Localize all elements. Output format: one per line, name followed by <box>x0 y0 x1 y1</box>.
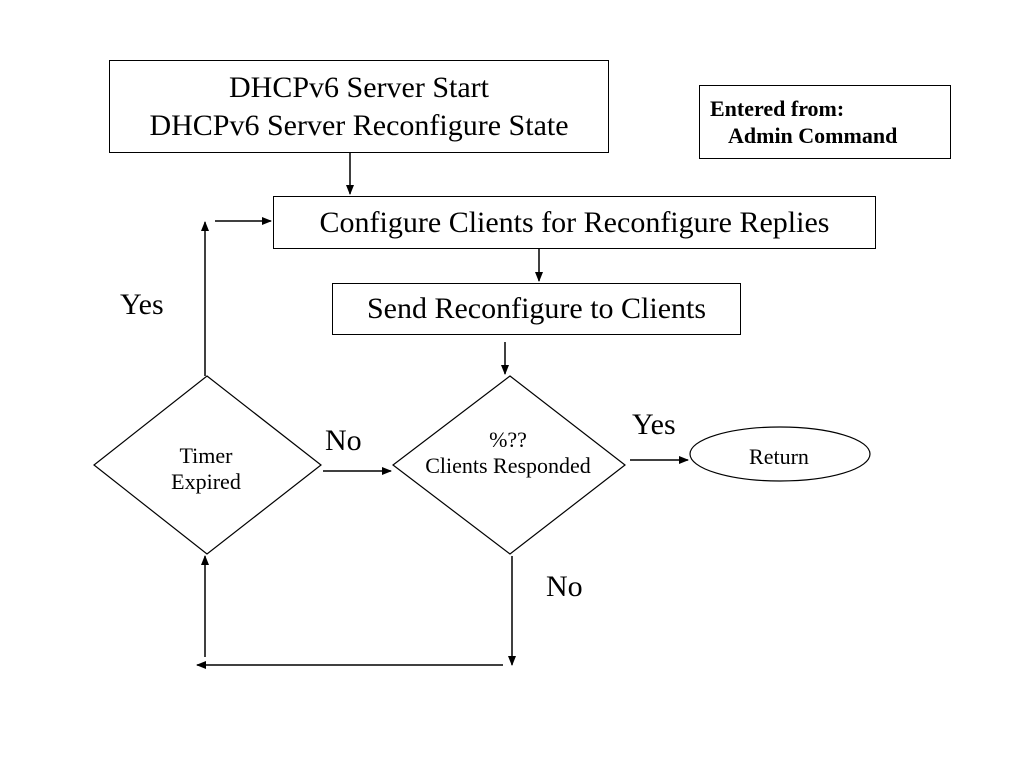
return-label: Return <box>749 444 809 469</box>
clients-line-1: %?? <box>489 427 527 452</box>
start-line-1: DHCPv6 Server Start <box>229 71 489 104</box>
clients-responded-label: %?? Clients Responded <box>400 427 616 480</box>
send-reconfigure-label: Send Reconfigure to Clients <box>366 292 707 326</box>
timer-expired-label: Timer Expired <box>146 443 266 496</box>
timer-line-1: Timer <box>179 443 233 468</box>
clients-responded-diamond <box>392 375 626 555</box>
admin-command-label: Admin Command <box>728 123 898 148</box>
return-ellipse <box>689 426 871 482</box>
configure-clients-box: Configure Clients for Reconfigure Replie… <box>273 196 876 249</box>
start-line-2: DHCPv6 Server Reconfigure State <box>149 108 569 142</box>
edge-label-no-bottom: No <box>546 570 583 603</box>
start-state-box: DHCPv6 Server Start DHCPv6 Server Reconf… <box>109 60 609 153</box>
entered-from-label: Entered from: <box>710 95 845 121</box>
edge-label-yes-left: Yes <box>120 288 164 321</box>
edge-label-no-middle: No <box>325 424 362 457</box>
entered-from-box: Entered from: Admin Command <box>699 85 951 159</box>
timer-expired-diamond <box>93 375 322 555</box>
edge-label-yes-right: Yes <box>632 408 676 441</box>
send-reconfigure-box: Send Reconfigure to Clients <box>332 283 741 335</box>
clients-line-2: Clients Responded <box>425 453 591 479</box>
timer-line-2: Expired <box>171 469 241 495</box>
configure-clients-label: Configure Clients for Reconfigure Replie… <box>319 205 830 239</box>
